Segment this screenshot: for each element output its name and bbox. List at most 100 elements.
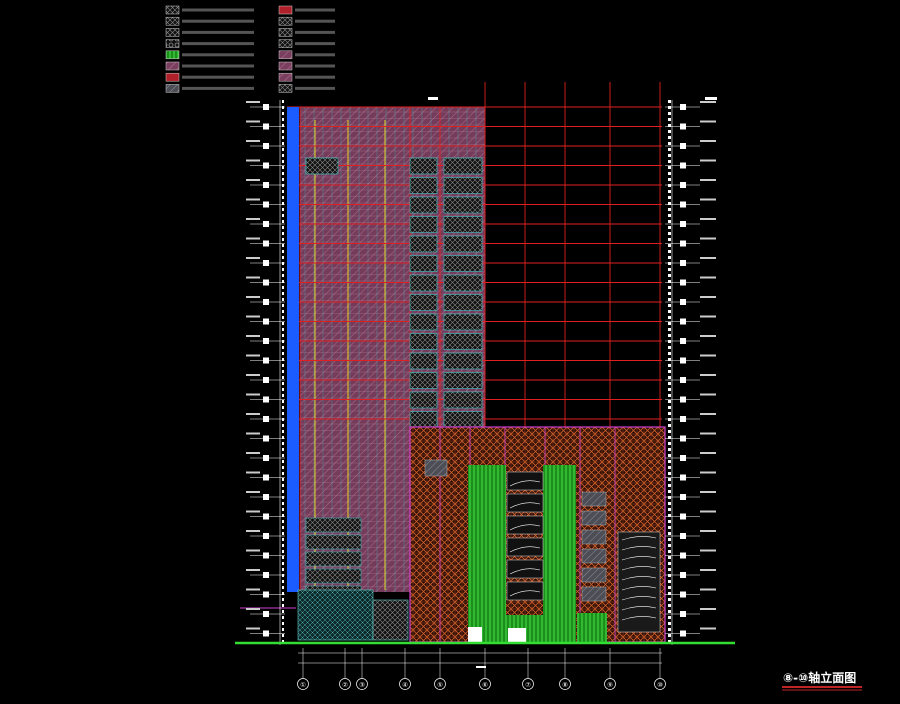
opening-detail (621, 596, 657, 601)
window-bay (409, 372, 438, 389)
top-marker (705, 97, 717, 100)
edge-tick (282, 328, 284, 331)
window-bay (409, 235, 438, 253)
axis-label: ④ (402, 681, 408, 689)
level-text (700, 335, 716, 337)
level-text (700, 432, 716, 435)
green-panel (543, 465, 576, 643)
edge-tick (668, 130, 671, 133)
edge-tick (668, 634, 671, 637)
edge-tick (282, 490, 284, 493)
level-text (700, 276, 716, 279)
edge-tick (668, 298, 671, 301)
edge-tick (668, 460, 671, 463)
edge-tick (282, 394, 284, 397)
edge-tick (282, 226, 284, 229)
axis-label: ⑨ (607, 681, 613, 689)
level-marker (263, 572, 269, 578)
opening (581, 548, 607, 564)
edge-tick (668, 430, 671, 433)
axis-label: ⑩ (657, 681, 663, 689)
level-marker (680, 416, 686, 422)
edge-tick (282, 442, 284, 445)
edge-tick (282, 298, 284, 301)
edge-tick (668, 166, 671, 169)
edge-tick (282, 334, 284, 337)
edge-tick (282, 550, 284, 553)
edge-tick (668, 202, 671, 205)
level-marks (246, 97, 717, 645)
opening (581, 567, 607, 583)
opening-detail (621, 556, 657, 561)
edge-tick (668, 352, 671, 355)
opening-detail (621, 536, 657, 541)
edge-tick (282, 172, 284, 175)
axis-label: ⑧ (562, 681, 568, 689)
window-bay (409, 196, 438, 214)
level-marker (680, 201, 686, 208)
opening (581, 586, 607, 602)
edge-tick (668, 382, 671, 385)
legend-text-blur (182, 53, 254, 57)
opening (581, 510, 607, 526)
level-text (246, 432, 260, 435)
level-text (246, 140, 260, 142)
edge-tick (282, 598, 284, 601)
legend-text-blur (182, 30, 254, 34)
level-text (700, 471, 716, 474)
edge-tick (668, 346, 671, 349)
level-marker (263, 591, 269, 598)
legend-swatch-hatch-red (278, 5, 293, 15)
level-text (700, 569, 716, 571)
level-text (246, 413, 260, 415)
edge-tick (668, 448, 671, 451)
level-marker (263, 240, 269, 247)
edge-tick (668, 526, 671, 529)
axis-label: ③ (359, 681, 365, 689)
edge-tick (282, 472, 284, 475)
legend-text-blur (182, 86, 254, 90)
level-text (700, 237, 716, 240)
edge-tick (668, 316, 671, 319)
level-text (246, 471, 260, 474)
level-marker (680, 240, 686, 247)
opening-detail (509, 590, 541, 597)
edge-tick (282, 610, 284, 613)
edge-tick (668, 304, 671, 307)
legend-text-blur (182, 75, 254, 79)
window-bay (443, 372, 483, 389)
level-text (246, 198, 260, 201)
level-text (700, 627, 716, 630)
edge-tick (282, 538, 284, 541)
edge-tick (282, 346, 284, 349)
level-text (246, 296, 260, 298)
level-text (700, 549, 716, 552)
edge-tick (282, 244, 284, 247)
level-text (700, 140, 716, 142)
window-bay (443, 274, 483, 292)
edge-tick (668, 214, 671, 217)
opening-detail (509, 568, 541, 575)
window-bay (409, 391, 438, 409)
level-marker (680, 182, 686, 188)
window-bay (443, 391, 483, 409)
window-bay (305, 534, 362, 550)
drawing-title: ⑧-⑩轴立面图 (783, 670, 856, 685)
edge-tick (282, 406, 284, 409)
level-marker (680, 299, 686, 305)
edge-tick (668, 406, 671, 409)
edge-tick (282, 628, 284, 631)
opening (617, 531, 661, 633)
legend-swatch-hatch-red (165, 72, 180, 82)
edge-tick (282, 412, 284, 415)
opening (424, 459, 448, 477)
legend-swatch-hatch-black (278, 39, 293, 48)
level-text (246, 374, 260, 376)
axis-bubble (559, 678, 571, 690)
edge-tick (668, 322, 671, 325)
level-marker (680, 221, 686, 227)
legend-swatch-hatch-black (165, 5, 180, 15)
level-text (246, 510, 260, 513)
edge-tick (668, 250, 671, 253)
